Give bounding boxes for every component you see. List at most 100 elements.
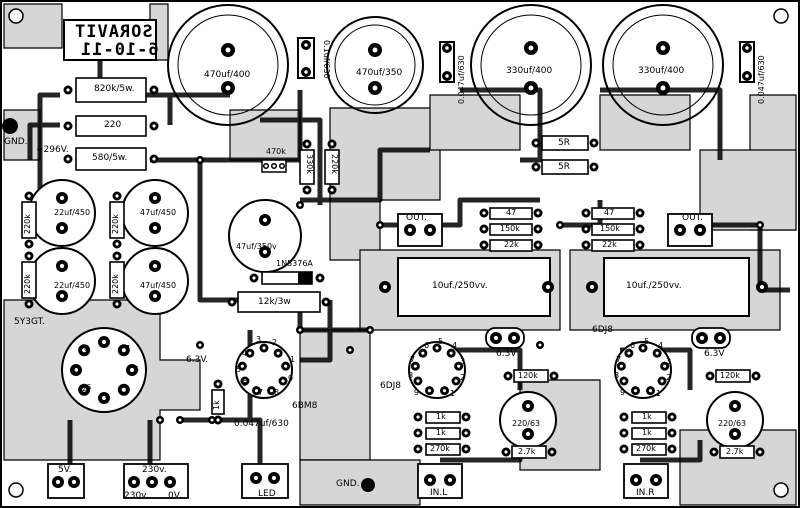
pad-hole (638, 243, 642, 247)
pad-hole (641, 346, 645, 350)
pads (24, 40, 768, 488)
label-270k-l: 270k (430, 444, 450, 453)
mount-hole-tl (8, 8, 24, 24)
pad-hole (131, 479, 137, 485)
pin-label-6bm8-9: 9 (288, 374, 294, 383)
pad-hole (225, 85, 231, 91)
pad-hole (584, 211, 588, 215)
pad-hole (504, 450, 508, 454)
label-1k-r1: 1k (642, 412, 652, 421)
pin-label-r-5: 5 (644, 337, 650, 346)
pad-hole (622, 431, 626, 435)
pad-hole (152, 195, 158, 201)
pad-hole (66, 124, 70, 128)
pin-label-l-9: 9 (414, 388, 420, 397)
pad-hole (482, 211, 486, 215)
label-270k-r: 270k (636, 444, 656, 453)
pad-hole (210, 418, 214, 422)
pad-hole (584, 243, 588, 247)
pin-label-l-5: 5 (438, 337, 444, 346)
pad-hole (416, 431, 420, 435)
pad-hole (348, 348, 352, 352)
pad-hole (663, 364, 667, 368)
pad-hole (622, 379, 626, 383)
pad-hole (758, 450, 762, 454)
pad-hole (638, 227, 642, 231)
pin-label-6bm8-8: 8 (274, 388, 280, 397)
label-c01-630: 0.1uf/630 (322, 40, 331, 79)
pad-hole (660, 45, 666, 51)
pad-hole (413, 364, 417, 368)
label-220k-d: 220k (111, 274, 120, 294)
label-c330-400-a: 330uf/400 (506, 66, 553, 76)
label-c47-450-a: 47uf/450 (140, 208, 177, 217)
label-220k-b: 220k (111, 214, 120, 234)
resistor-120k-l (513, 369, 549, 383)
pad-hole (262, 346, 266, 350)
label-c470-400: 470uf/400 (204, 70, 251, 80)
pin-label-l-2: 2 (460, 373, 466, 382)
label-1k-r2: 1k (642, 428, 652, 437)
label-tube-left: 6DJ8 (380, 381, 402, 391)
pad-hole (745, 46, 749, 50)
label-in-r: IN.R (636, 488, 655, 498)
pad-hole (759, 284, 765, 290)
pin-label-rect-7: 7 (125, 344, 131, 353)
pad-hole (670, 447, 674, 451)
label-150k-r: 150k (600, 224, 620, 233)
pin-label-6bm8-6: 6 (242, 379, 248, 388)
voltage-label: +296V. (36, 145, 69, 155)
pad-hole (536, 211, 540, 215)
label-150k-l: 150k (500, 224, 520, 233)
pad-hole (670, 431, 674, 435)
pad-hole (670, 415, 674, 419)
pin-label-r-9: 9 (620, 388, 626, 397)
pad-hole (633, 389, 638, 393)
gnd-pad-left (2, 118, 18, 134)
pad-hole (330, 188, 334, 192)
pad-hole (457, 364, 461, 368)
label-tube-rect: 5Y3GT. (14, 317, 45, 327)
label-22k-l: 22k (504, 240, 519, 249)
label-330k: 330k (305, 154, 314, 174)
label-2-7k-r: 2.7k (726, 447, 744, 456)
pad-hole (230, 300, 234, 304)
label-c330-400-b: 330uf/400 (638, 66, 685, 76)
connector-led (241, 463, 289, 499)
pad-hole (253, 475, 259, 481)
label-12k: 12k/3w (258, 297, 291, 307)
pad-hole (262, 249, 268, 255)
pad-hole (592, 165, 596, 169)
pad-hole (482, 227, 486, 231)
pad-hole (271, 475, 277, 481)
pad-hole (73, 367, 79, 373)
label-22k-r: 22k (602, 240, 617, 249)
gnd-label-bottom: GND. (336, 479, 360, 489)
capacitor-c470-350 (326, 16, 424, 114)
pin-label-l-7: 7 (410, 355, 416, 364)
resistor-220 (75, 115, 147, 137)
pad-hole (254, 389, 259, 393)
label-diode: 1N5376A (276, 259, 313, 268)
pad-hole (525, 431, 531, 437)
pin-label-l-1: 1 (450, 389, 456, 398)
pad-hole (129, 367, 135, 373)
pad-hole (55, 479, 61, 485)
label-heater-driver: 6.3V. (186, 355, 209, 365)
resistor-5r-b (541, 159, 589, 175)
pin-label-l-4: 4 (452, 341, 458, 350)
label-tube-right: 6DJ8 (592, 325, 614, 335)
pad-hole (445, 74, 449, 78)
pin-label-rect-6: 6 (86, 383, 92, 392)
pad-hole (27, 242, 31, 246)
pad-hole (754, 374, 758, 378)
pad-hole (264, 164, 268, 168)
pad-hole (653, 477, 659, 483)
pad-hole (589, 284, 595, 290)
pad-hole (115, 194, 119, 198)
capacitor-c047-630-b (739, 41, 755, 83)
label-820k: 820k/5w. (94, 84, 135, 94)
label-580: 580/5w. (92, 153, 128, 163)
pad-hole (198, 158, 202, 162)
pad-hole (318, 276, 322, 280)
